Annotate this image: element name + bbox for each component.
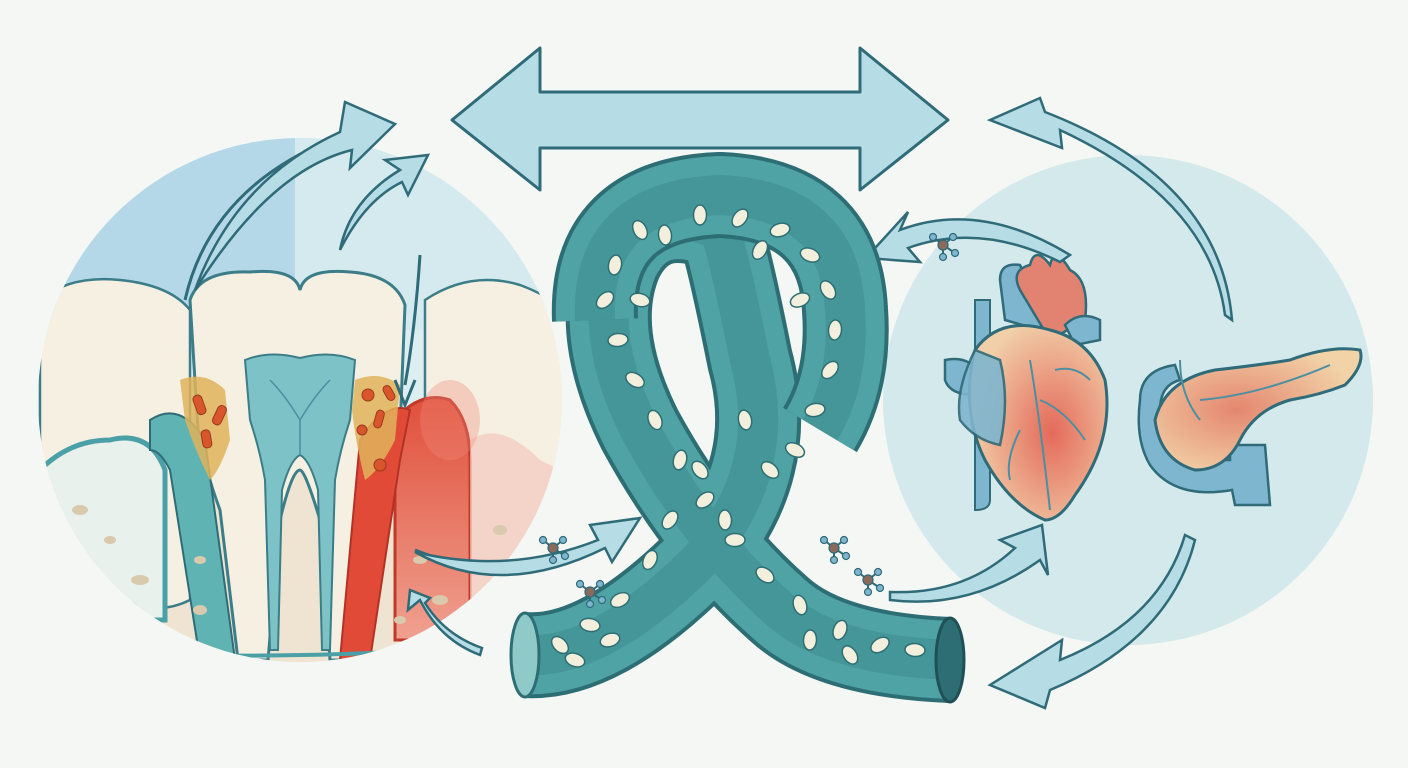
mouth-arrow-down (393, 379, 417, 410)
blood-cell (802, 629, 818, 651)
blood-cell (792, 594, 808, 616)
blood-cell (631, 219, 649, 241)
blood-cell (724, 532, 746, 548)
blood-cell (755, 566, 775, 584)
blood-cell (609, 591, 631, 609)
blood-cell (641, 549, 659, 571)
blood-cell (827, 319, 843, 341)
blood-cell (599, 632, 621, 648)
blood-cell (607, 254, 623, 276)
organs-panel (863, 96, 1373, 710)
blood-cell (629, 292, 651, 308)
blood-cell (789, 292, 811, 308)
plaque-right (352, 376, 400, 480)
blood-cell (737, 409, 753, 431)
blood-cell (550, 635, 570, 655)
vessel-end-right (934, 616, 966, 704)
blood-cell (692, 204, 708, 226)
molecule-icon (819, 535, 851, 565)
blood-cell (804, 402, 826, 418)
heart (943, 253, 1109, 522)
blood-cells (550, 204, 926, 668)
molecule-icon (575, 579, 607, 609)
blood-vessel (509, 151, 966, 704)
molecules (538, 232, 960, 609)
blood-cell (691, 460, 709, 480)
blood-cell (672, 449, 688, 471)
blood-cell (751, 240, 769, 260)
bacteria-cluster (192, 385, 396, 472)
blood-cell (579, 617, 601, 633)
blood-cell (799, 247, 821, 263)
blood-cell (784, 441, 806, 459)
organ-arrow-top (986, 96, 1234, 323)
blood-cell (820, 360, 840, 380)
blood-cell (717, 509, 733, 531)
pancreas-body (1153, 347, 1363, 472)
oral-cavity-panel (38, 100, 643, 662)
blood-cell (832, 619, 848, 641)
blood-cell (870, 636, 890, 654)
mouth-to-vessel-arrow (414, 516, 643, 577)
blood-cell (657, 224, 673, 246)
blood-cell (595, 290, 615, 310)
molecule-icon (928, 232, 960, 262)
blood-cell (647, 409, 663, 431)
blood-cell (819, 280, 837, 300)
vessel-to-mouth-arrow (406, 588, 484, 657)
organ-arrow-bottom (987, 533, 1197, 710)
blood-cell (904, 642, 926, 658)
blood-cell (760, 461, 780, 479)
blood-cell (841, 645, 859, 665)
blood-cell (625, 371, 645, 389)
mouth-arrow-head-1 (193, 100, 398, 291)
molecule-icon (853, 567, 885, 597)
blood-cell (695, 491, 715, 509)
blood-cell (564, 652, 586, 668)
inflamed-gum (393, 396, 472, 642)
blood-cell (769, 222, 791, 238)
mouth-arrow-head-2 (338, 153, 431, 251)
vessel-to-organ-arrow (888, 523, 1050, 603)
pulp-chamber (243, 353, 357, 651)
plaque-left (180, 376, 230, 480)
blood-cell (731, 208, 749, 228)
bidirectional-arrow (450, 46, 950, 192)
vessel-end-left (509, 611, 541, 699)
blood-cell (661, 510, 679, 530)
left-gum (38, 435, 168, 623)
blood-cell (607, 332, 629, 348)
pancreas (1137, 347, 1363, 507)
molecule-icon (538, 535, 570, 565)
